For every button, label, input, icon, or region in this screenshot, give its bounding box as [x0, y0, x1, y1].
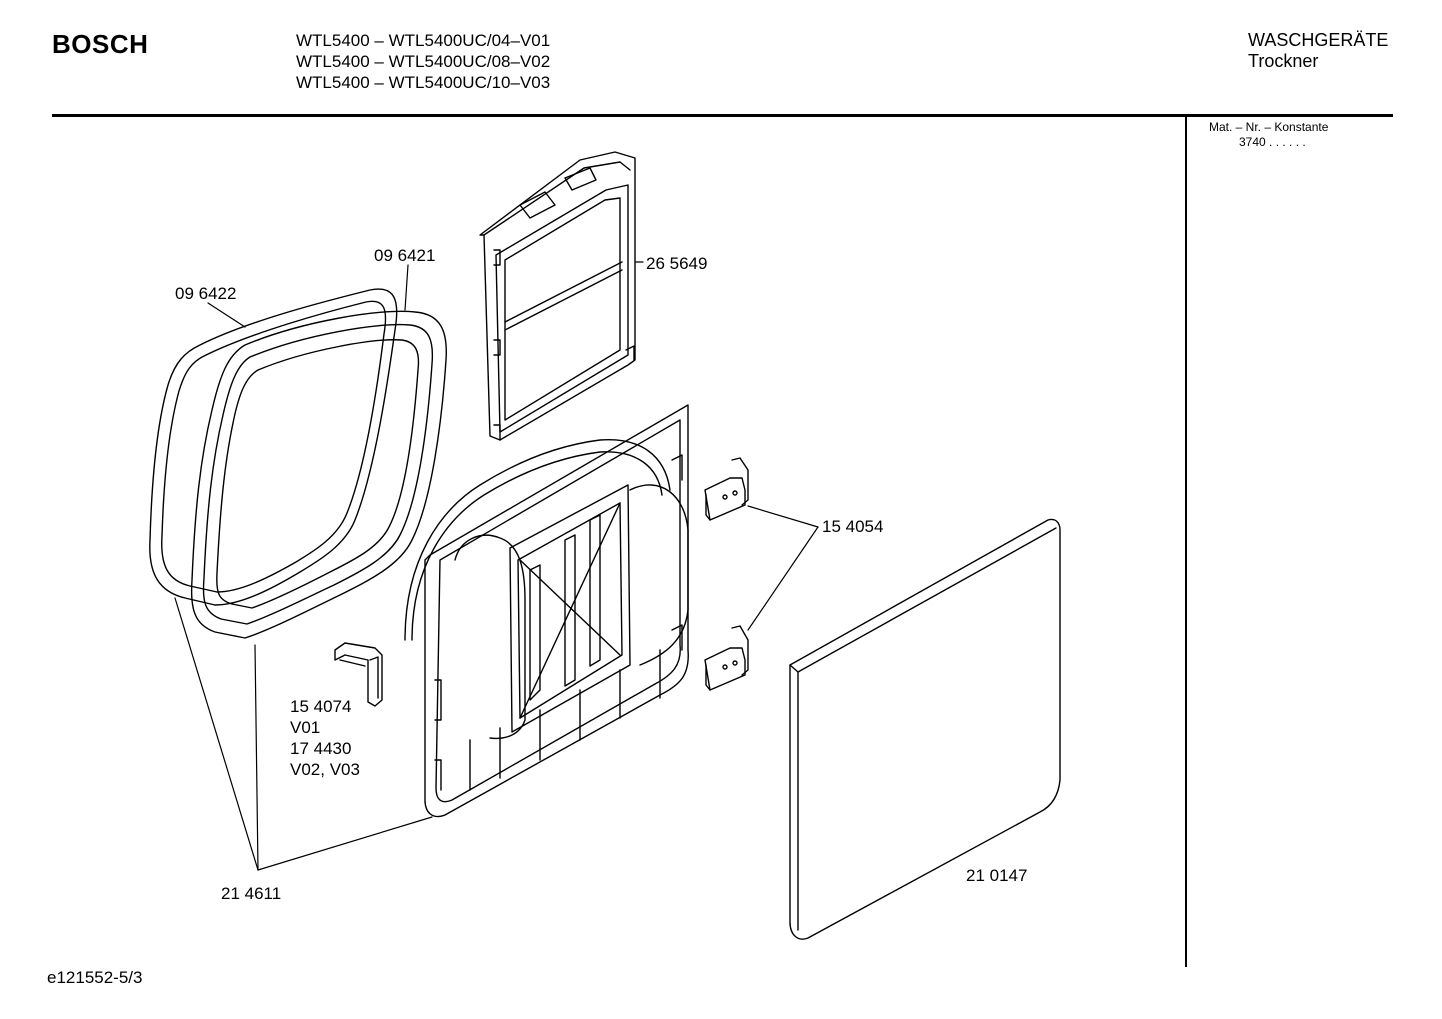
door-inner-frame-part	[404, 404, 689, 818]
gasket-inner-part	[190, 310, 447, 639]
model-list: WTL5400 – WTL5400UC/04–V01 WTL5400 – WTL…	[296, 30, 550, 93]
lint-filter-part	[479, 151, 636, 441]
door-panel-part	[789, 518, 1061, 940]
part-label-096422: 09 6422	[175, 284, 236, 303]
latch-part	[334, 642, 383, 707]
part-label-154054: 15 4054	[822, 517, 883, 536]
category-title: WASCHGERÄTE	[1248, 30, 1389, 50]
model-line-3: WTL5400 – WTL5400UC/10–V03	[296, 73, 551, 92]
category-subtitle: Trockner	[1248, 51, 1319, 71]
material-value: 3740 . . . . . .	[1239, 135, 1306, 149]
part-label-v02-v03: V02, V03	[290, 760, 360, 779]
header-divider	[52, 114, 1393, 117]
part-label-096421: 09 6421	[374, 246, 435, 265]
side-divider	[1185, 117, 1187, 967]
gasket-outer-part	[149, 288, 398, 606]
part-label-154074: 15 4074	[290, 697, 351, 716]
material-info: Mat. – Nr. – Konstante 3740 . . . . . .	[1209, 120, 1328, 150]
brand-logo: BOSCH	[52, 29, 149, 59]
category: WASCHGERÄTE Trockner	[1248, 30, 1388, 72]
part-label-265649: 26 5649	[646, 254, 707, 273]
material-label: Mat. – Nr. – Konstante	[1209, 120, 1329, 134]
part-label-174430: 17 4430	[290, 739, 351, 758]
model-line-2: WTL5400 – WTL5400UC/08–V02	[296, 52, 551, 71]
part-label-214611: 21 4611	[221, 884, 281, 903]
model-line-1: WTL5400 – WTL5400UC/04–V01	[296, 31, 551, 50]
hinge-lower-part	[704, 625, 749, 691]
part-label-v01: V01	[290, 718, 320, 737]
leader-lines	[174, 261, 819, 871]
part-label-210147: 21 0147	[966, 866, 1027, 885]
drawing-code: e121552-5/3	[47, 968, 143, 987]
hinge-upper-part	[704, 457, 749, 521]
